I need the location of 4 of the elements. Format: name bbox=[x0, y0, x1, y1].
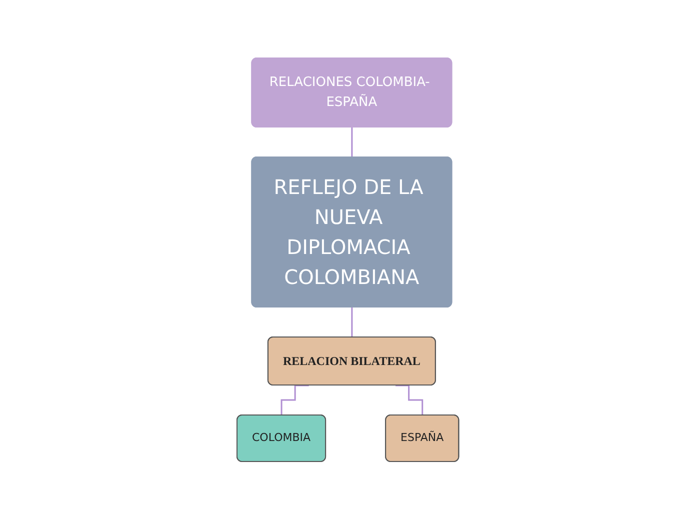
connector bbox=[280, 385, 310, 416]
connector bbox=[351, 127, 354, 158]
connector bbox=[351, 307, 354, 338]
connector bbox=[396, 385, 424, 416]
